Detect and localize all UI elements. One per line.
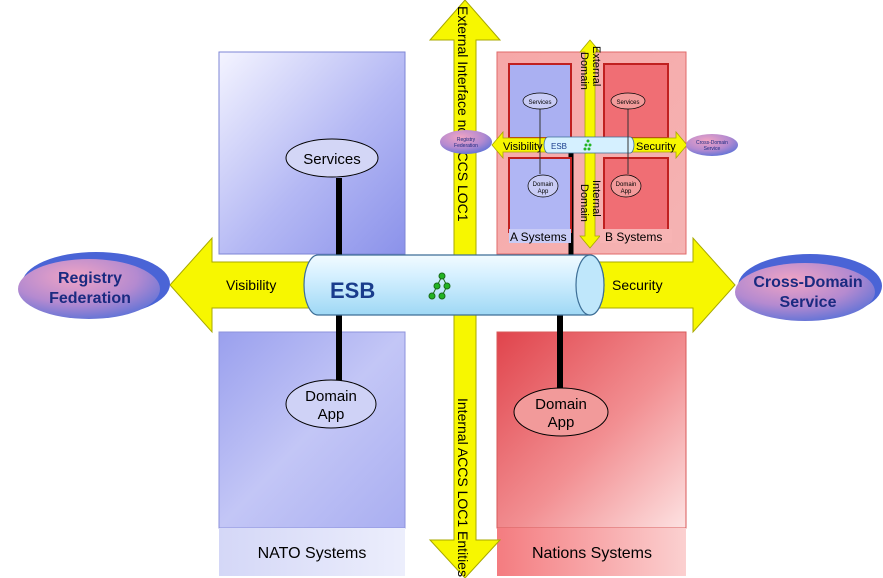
inset-b-services-oval [610,92,646,110]
inset-internal-line2: Domain [578,184,590,222]
security-label: Security [612,277,663,293]
esb-bus: ESB [303,254,605,316]
inset-registry-oval [440,130,492,154]
inset-a-systems-label: A Systems [510,230,567,244]
inset-a-domain-line1: Domain [533,182,554,188]
inset-esb-label: ESB [551,142,567,151]
nations-domain-app-oval [513,387,609,437]
inset-a-services-oval [522,92,558,110]
inset-a-services-label: Services [528,100,551,106]
inset-security-label: Security [636,141,676,153]
inset-b-services-label: Services [616,100,639,106]
services-oval [285,138,379,178]
registry-federation-line2: Federation [49,290,131,307]
nato-domain-app-oval [285,379,377,429]
nations-systems-label: Nations Systems [532,545,652,562]
inset-external-line1: External [590,46,602,86]
esb-label: ESB [330,278,375,303]
esb-pipe-end-cap [575,254,605,316]
services-label: Services [303,151,361,168]
nato-domain-app-line2: App [318,406,345,423]
cross-domain-service-node: Cross-Domain Service [735,254,882,321]
nato-bottom-box [218,331,406,529]
inset-external-line2: Domain [578,52,590,90]
inset-b-domain-line1: Domain [616,182,637,188]
services-node: Services [285,138,379,178]
nato-domain-app-line1: Domain [305,388,357,405]
nations-domain-app-node: Domain App [513,387,609,437]
inset-registry-line2: Federation [454,143,478,149]
nato-systems-label: NATO Systems [258,545,367,562]
inset-b-domain-line2: App [621,189,632,195]
inset-internal-line1: Internal [590,180,602,217]
registry-federation-line1: Registry [58,270,122,287]
internal-entities-label: Internal ACCS LOC1 Entities [455,398,471,577]
nato-domain-app-node: Domain App [285,379,377,429]
inset-visibility-label: Visibility [503,141,543,153]
inset-b-systems-label: B Systems [605,230,662,244]
inset-crossdomain-line1: Cross-Domain [696,140,728,146]
inset-network-icon [583,139,592,151]
inset-a-domain-line2: App [538,189,549,195]
visibility-label: Visibility [226,277,276,293]
inset-crossdomain-oval [686,134,738,156]
cross-domain-line1: Cross-Domain [753,274,862,291]
nations-inset-diagram: External Domain Internal Domain Visibili… [440,39,738,249]
cross-domain-line2: Service [780,294,837,311]
registry-federation-node: Registry Federation [18,252,170,319]
nato-systems-label-bar [219,528,405,576]
registry-federation-oval [18,259,160,319]
nations-domain-app-line2: App [548,414,575,431]
inset-b-systems-bar [600,229,672,243]
esb-network-icon [428,272,451,300]
inset-crossdomain-line2: Service [704,146,721,152]
nations-domain-app-line1: Domain [535,396,587,413]
inset-b-bottom-box [603,157,669,233]
inset-a-domain-oval [527,174,559,198]
external-interface-label: External Interface not ACCS LOC1 [455,6,471,222]
inset-registry-line1: Registry [457,137,476,143]
cross-domain-oval [735,263,875,321]
inset-b-domain-oval [610,174,642,198]
inset-a-systems-bar [509,229,571,243]
nations-systems-label-bar [497,528,686,576]
nato-systems-panel: NATO Systems [218,51,406,576]
